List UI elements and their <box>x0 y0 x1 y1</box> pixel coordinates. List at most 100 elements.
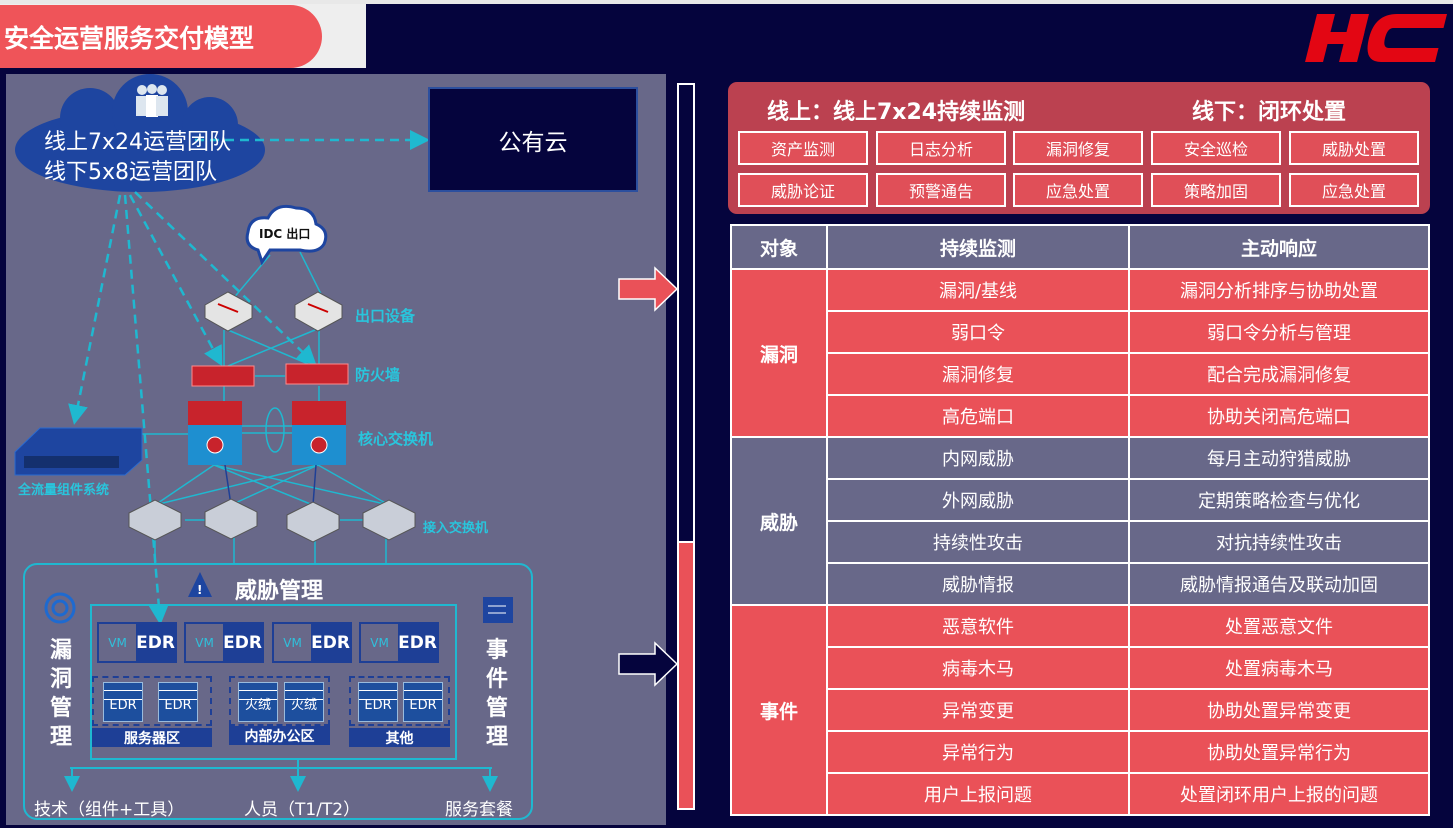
monitoring-cell: 用户上报问题 <box>826 772 1130 816</box>
vm-label: VM <box>99 624 137 661</box>
monitoring-cell: 高危端口 <box>826 394 1130 438</box>
col-monitoring: 持续监测 <box>826 224 1130 270</box>
firewall-label: 防火墙 <box>355 366 401 384</box>
zone-label: 其他 <box>349 728 450 747</box>
response-cell: 处置闭环用户上报的问题 <box>1128 772 1430 816</box>
progress-bar <box>677 83 695 810</box>
response-cell: 处置病毒木马 <box>1128 646 1430 690</box>
service-item: 应急处置 <box>1289 173 1419 207</box>
zone-server-group <box>92 676 212 726</box>
output-people: 人员（T1/T2） <box>244 800 361 820</box>
edr-label: EDR <box>223 624 262 661</box>
table-row: 威胁情报威胁情报通告及联动加固 <box>731 562 1430 606</box>
response-cell: 漏洞分析排序与协助处置 <box>1128 268 1430 312</box>
table-row: 事件恶意软件处置恶意文件 <box>730 604 1430 816</box>
zone-other-group <box>349 676 450 726</box>
exit-device-icons <box>204 291 343 332</box>
monitoring-cell: 持续性攻击 <box>826 520 1130 564</box>
service-item: 安全巡检 <box>1151 131 1281 165</box>
team-label: 线上7x24运营团队 线下5x8运营团队 <box>44 128 231 188</box>
response-cell: 配合完成漏洞修复 <box>1128 352 1430 396</box>
public-cloud-box: 公有云 <box>428 87 638 192</box>
server-icon: EDR <box>403 682 443 722</box>
char: 件 <box>485 667 508 692</box>
network-links <box>142 251 390 565</box>
response-cell: 定期策略检查与优化 <box>1128 478 1430 522</box>
monitoring-cell: 弱口令 <box>826 310 1130 354</box>
monitoring-cell: 恶意软件 <box>826 604 1130 648</box>
object-cell: 威胁 <box>730 436 828 606</box>
response-cell: 协助关闭高危端口 <box>1128 394 1430 438</box>
idc-cloud-icon <box>245 204 328 266</box>
event-management-label: 事件管理 <box>484 636 510 752</box>
vm-label: VM <box>361 624 399 661</box>
warning-icon: ! <box>188 572 212 597</box>
service-item: 威胁处置 <box>1289 131 1419 165</box>
page-title: 安全运营服务交付模型 <box>0 5 322 68</box>
table-row: 高危端口协助关闭高危端口 <box>731 394 1430 438</box>
dashed-links <box>68 130 430 625</box>
monitoring-cell: 内网威胁 <box>826 436 1130 480</box>
vm-label: VM <box>274 624 312 661</box>
table-row: 异常行为协助处置异常行为 <box>731 730 1430 774</box>
offline-title: 线下：闭环处置 <box>1192 100 1347 125</box>
team-offline: 线下5x8运营团队 <box>44 160 218 185</box>
monitoring-cell: 外网威胁 <box>826 478 1130 522</box>
threat-management-title: 威胁管理 <box>235 579 324 604</box>
vulnerability-management-label: 漏洞管理 <box>48 636 74 752</box>
endpoint-box <box>90 604 457 760</box>
table-row: 用户上报问题处置闭环用户上报的问题 <box>731 772 1430 816</box>
response-cell: 威胁情报通告及联动加固 <box>1128 562 1430 606</box>
table-row: 漏洞漏洞/基线漏洞分析排序与协助处置 <box>730 268 1430 438</box>
service-item: 策略加固 <box>1151 173 1281 207</box>
access-switch-label: 接入交换机 <box>423 521 489 536</box>
core-switch-label: 核心交换机 <box>358 430 434 448</box>
full-traffic-label: 全流量组件系统 <box>18 483 110 498</box>
table-row: 异常变更协助处置异常变更 <box>731 688 1430 732</box>
char: 洞 <box>49 667 72 692</box>
col-response: 主动响应 <box>1128 224 1430 270</box>
svg-text:!: ! <box>197 583 202 597</box>
access-switch-icons <box>128 498 416 543</box>
response-cell: 协助处置异常行为 <box>1128 730 1430 774</box>
firewall-icons <box>191 363 349 387</box>
table-row: 漏洞修复配合完成漏洞修复 <box>731 352 1430 396</box>
full-traffic-device-icon <box>14 427 143 476</box>
threat-management-box <box>23 563 533 820</box>
output-service: 服务套餐 <box>445 800 513 820</box>
arrow-right-dark-icon <box>618 641 679 687</box>
service-item: 资产监测 <box>738 131 868 165</box>
progress-bar-fill <box>679 540 693 808</box>
vm-label: VM <box>186 624 224 661</box>
response-table: 对象 持续监测 主动响应 漏洞漏洞/基线漏洞分析排序与协助处置弱口令弱口令分析与… <box>730 224 1430 816</box>
response-cell: 每月主动狩猎威胁 <box>1128 436 1430 480</box>
service-item: 预警通告 <box>876 173 1006 207</box>
server-icon: EDR <box>358 682 398 722</box>
idc-label: IDC 出口 <box>259 227 311 241</box>
arrow-right-red-icon <box>618 266 679 312</box>
table-row: 弱口令弱口令分析与管理 <box>731 310 1430 354</box>
output-tech: 技术（组件+工具） <box>34 800 185 820</box>
char: 漏 <box>49 638 72 663</box>
response-cell: 弱口令分析与管理 <box>1128 310 1430 354</box>
response-cell: 对抗持续性攻击 <box>1128 520 1430 564</box>
monitoring-cell: 威胁情报 <box>826 562 1130 606</box>
online-title: 线上：线上7x24持续监测 <box>767 100 1026 125</box>
char: 理 <box>49 725 72 750</box>
table-header: 对象 持续监测 主动响应 <box>730 224 1430 270</box>
people-icon <box>136 84 168 117</box>
monitoring-cell: 异常变更 <box>826 688 1130 732</box>
monitoring-cell: 漏洞修复 <box>826 352 1130 396</box>
table-row: 病毒木马处置病毒木马 <box>731 646 1430 690</box>
response-cell: 协助处置异常变更 <box>1128 688 1430 732</box>
edr-label: EDR <box>136 624 175 661</box>
char: 管 <box>49 696 72 721</box>
server-icon: 火绒 <box>284 682 324 722</box>
service-item: 威胁论证 <box>738 173 868 207</box>
exit-devices-label: 出口设备 <box>355 307 416 325</box>
zone-label: 服务器区 <box>92 728 212 747</box>
core-switch-icons <box>188 401 346 465</box>
